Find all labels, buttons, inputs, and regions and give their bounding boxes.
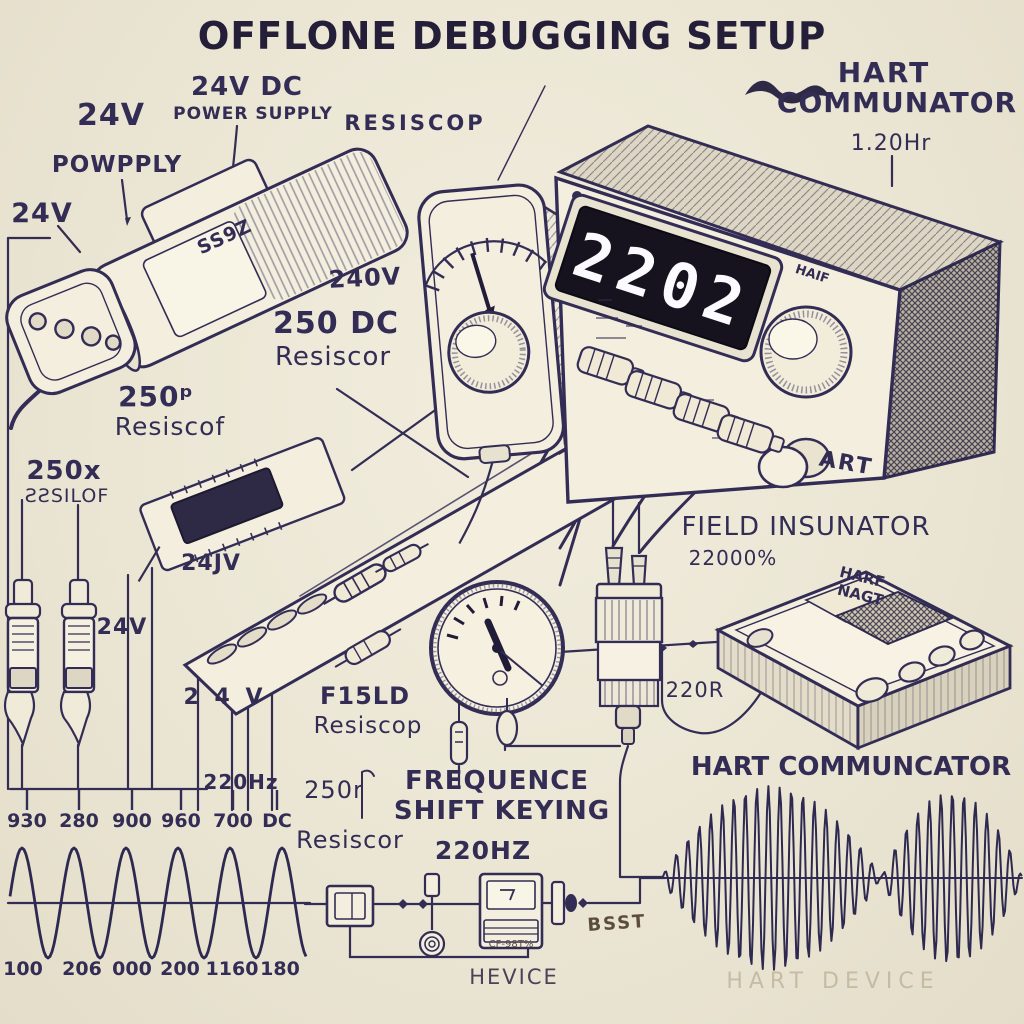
page-title: OFFLONE DEBUGGING SETUP <box>197 14 827 58</box>
probe-1 <box>3 578 42 748</box>
plug-face <box>20 282 122 381</box>
top-squiggle <box>745 80 830 104</box>
field-insulator-device <box>714 570 1014 751</box>
bottom-loop <box>348 924 530 959</box>
chip-pins <box>169 458 283 563</box>
device-button <box>898 661 926 683</box>
circuit-plug-dot <box>565 894 577 912</box>
wires-breadboard-down <box>196 630 274 812</box>
meter-jack <box>478 444 511 464</box>
gauge-component-2 <box>495 709 519 747</box>
plug-hole <box>80 326 102 347</box>
meter-ticks <box>425 237 548 292</box>
psu-ribs <box>233 151 405 300</box>
wire-gauge-comp <box>457 744 622 790</box>
circuit-lever <box>423 872 441 898</box>
gauge-dial-mark <box>492 670 508 686</box>
plug-hole <box>54 318 75 340</box>
sine-wave <box>8 846 308 960</box>
lower-knob <box>757 445 809 489</box>
pointer-resiscop <box>497 85 546 181</box>
bottom-circuit <box>325 872 577 958</box>
board-lead <box>137 546 161 582</box>
plug-hole <box>28 312 47 331</box>
device-port <box>746 628 774 648</box>
pointer-powpply <box>120 178 129 222</box>
probe-2 <box>59 578 98 748</box>
gauge-needle-thin <box>496 647 544 687</box>
fsk-burst-wave <box>661 785 1023 971</box>
symbol-250r <box>361 769 375 819</box>
hart-analyzer: 2202 <box>542 80 1005 504</box>
axis-ticks <box>25 790 279 810</box>
circuit-connector <box>550 880 566 926</box>
probe-wires <box>20 498 80 791</box>
round-gauge <box>429 580 565 766</box>
circuit-box-1 <box>325 884 375 928</box>
device-button <box>928 645 956 667</box>
adapter-top-wires <box>611 498 641 554</box>
device-button <box>855 677 889 703</box>
cable-plugs <box>576 346 785 454</box>
wire-connector-down <box>618 744 664 879</box>
wires-board-left <box>126 566 154 791</box>
gauge-ticks <box>446 595 521 640</box>
dip-chip <box>170 467 284 544</box>
inline-probe-adapter <box>594 498 664 745</box>
display-screen <box>554 205 772 351</box>
meter-needle <box>470 252 494 319</box>
device-button <box>959 629 985 651</box>
wire-beads <box>655 640 698 653</box>
pointer-24v <box>56 224 82 254</box>
chip-board <box>137 437 346 582</box>
wire-220r <box>660 644 762 735</box>
psu-label-band <box>142 221 267 338</box>
test-probes <box>3 578 98 748</box>
power-supply-unit <box>5 147 409 396</box>
gauge-component-1 <box>449 720 469 766</box>
circuit-coil <box>418 930 446 958</box>
plug-hole <box>104 334 122 351</box>
